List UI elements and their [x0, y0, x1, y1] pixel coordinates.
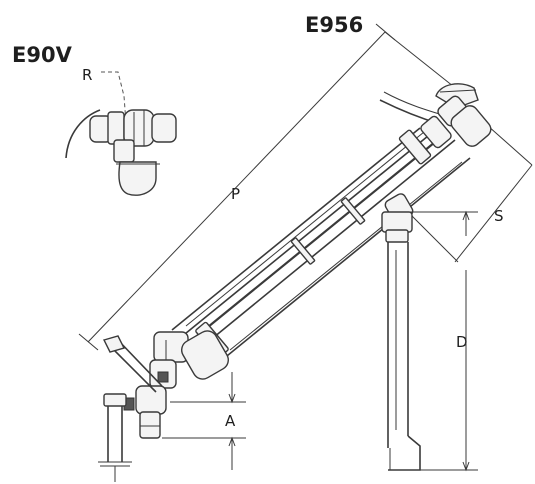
riser-column: [381, 193, 421, 471]
dimension-d: [410, 210, 478, 472]
dimension-label-s: S: [494, 207, 504, 225]
model-label-e90v: E90V: [12, 43, 73, 67]
dimension-label-p: P: [231, 185, 240, 203]
dimension-a: [162, 372, 246, 470]
dimension-label-d: D: [456, 333, 468, 351]
e90v-swivel-detail: [65, 71, 177, 196]
base-swivel-assembly: [98, 330, 229, 482]
model-label-e956: E956: [305, 13, 363, 37]
dimension-label-r: R: [82, 66, 92, 84]
dimension-label-a: A: [225, 412, 236, 430]
top-swivel-elbow: [420, 83, 492, 149]
